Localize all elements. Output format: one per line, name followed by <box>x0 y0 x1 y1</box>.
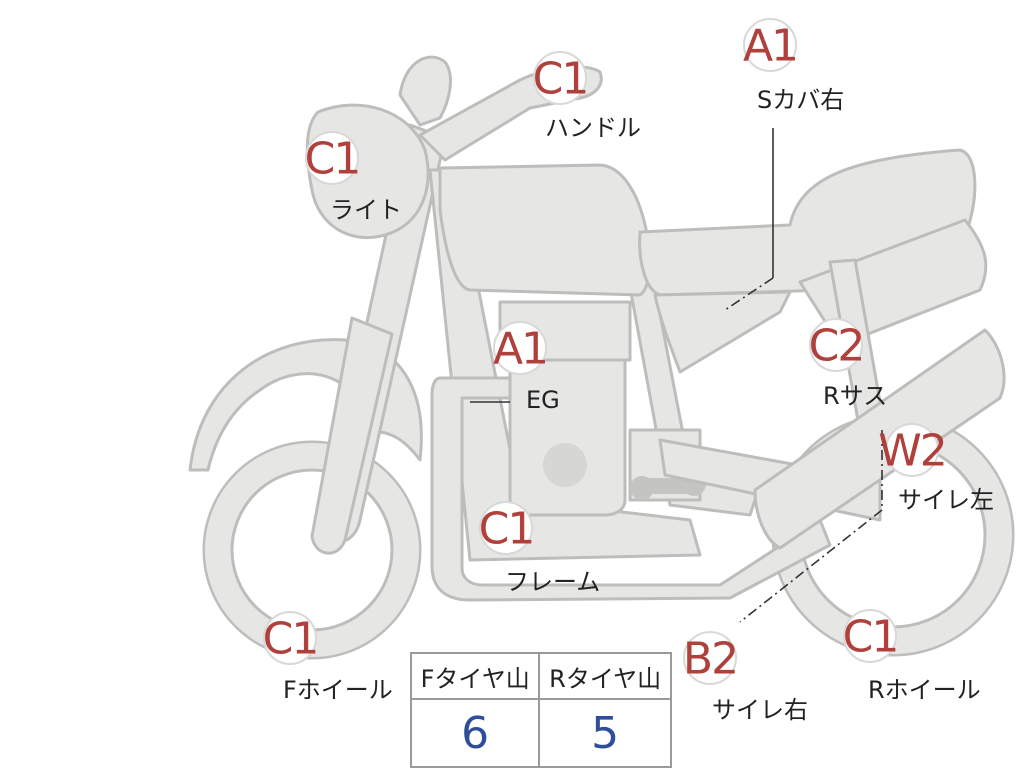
side-cover <box>653 290 792 374</box>
marker-label: EG <box>526 386 560 414</box>
marker-badge <box>885 423 939 477</box>
marker-badge <box>683 631 737 685</box>
marker-layer: A1Sカバ右C1ハンドルC1ライトA1EGC2RサスW2サイレ左C1フレームC1… <box>263 18 994 724</box>
marker-code: C1 <box>533 54 588 105</box>
marker-label: Rホイール <box>868 676 981 704</box>
tread-depth-table: Fタイヤ山 Rタイヤ山 6 5 <box>409 652 672 768</box>
marker-label: サイレ右 <box>712 696 808 724</box>
marker-label: ライト <box>330 196 402 224</box>
marker-label: サイレ左 <box>898 486 994 514</box>
marker-code: W2 <box>878 426 946 477</box>
marker-frame: C1 フレーム <box>479 501 600 596</box>
muffler <box>753 328 1006 550</box>
marker-badge <box>533 51 587 105</box>
front-tread-value: 6 <box>409 698 541 768</box>
mirror <box>398 55 452 127</box>
marker-code: A1 <box>493 324 547 375</box>
fork-lower <box>310 316 394 555</box>
fuel-tank <box>438 163 652 297</box>
marker-label: Rサス <box>823 382 887 410</box>
guide-line-side-cover-dash <box>724 277 774 311</box>
marker-badge <box>743 18 797 72</box>
marker-handlebar: C1 ハンドル <box>533 51 641 142</box>
marker-code: C1 <box>843 612 898 663</box>
front-tread-header: Fタイヤ山 <box>409 652 541 700</box>
exhaust-pipe <box>430 376 832 602</box>
marker-muffler-right: B2 サイレ右 <box>683 631 808 724</box>
rear-tread-value: 5 <box>538 698 672 768</box>
marker-muffler-left: W2 サイレ左 <box>878 423 994 514</box>
marker-badge <box>479 501 533 555</box>
marker-label: ハンドル <box>545 114 641 142</box>
marker-code: A1 <box>743 21 797 72</box>
marker-badge <box>305 131 359 185</box>
marker-label: Fホイール <box>283 676 393 704</box>
marker-code: C1 <box>263 614 318 665</box>
marker-badge <box>493 321 547 375</box>
marker-badge <box>843 609 897 663</box>
marker-code: B2 <box>683 634 737 685</box>
marker-label: Sカバ右 <box>757 86 844 114</box>
marker-badge <box>263 611 317 665</box>
marker-code: C1 <box>305 134 360 185</box>
marker-code: C1 <box>479 504 534 555</box>
marker-label: フレーム <box>505 568 600 596</box>
marker-badge <box>809 318 863 372</box>
marker-headlight: C1 ライト <box>305 131 402 224</box>
rear-tread-header: Rタイヤ山 <box>538 652 672 700</box>
marker-code: C2 <box>809 321 864 372</box>
